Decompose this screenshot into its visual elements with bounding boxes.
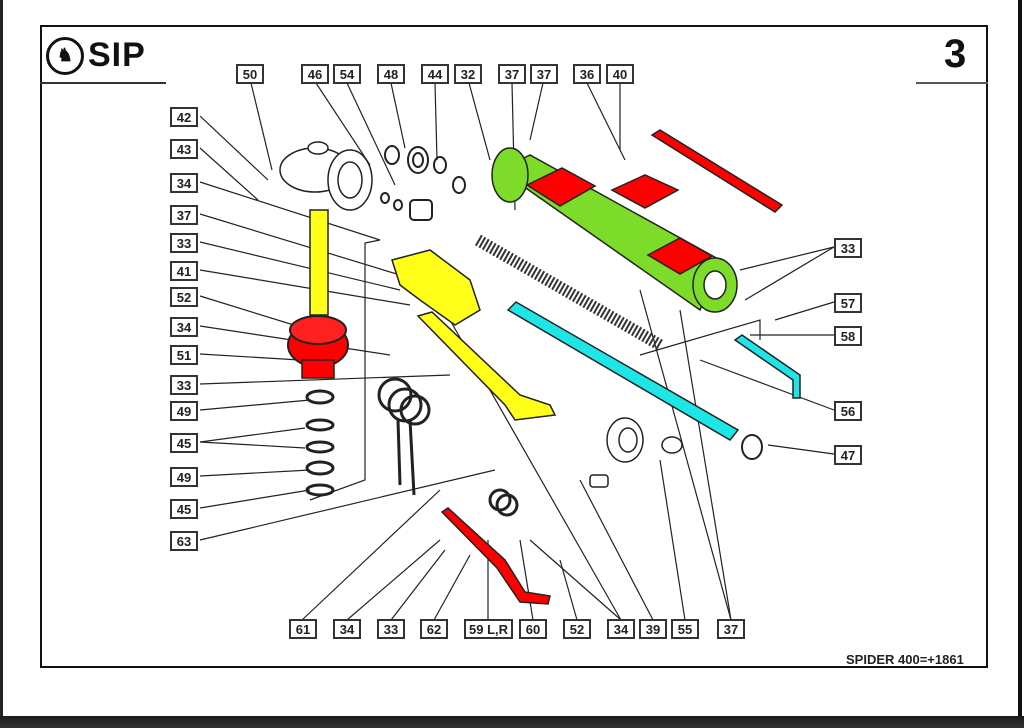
brand-logo: ♞ SIP <box>46 36 146 75</box>
torsion-spring <box>377 377 431 496</box>
callout-56[interactable]: 56 <box>834 401 862 421</box>
tine-arm-upper <box>391 249 481 326</box>
callout-34a[interactable]: 34 <box>170 173 198 193</box>
callout-34-bottom-a[interactable]: 34 <box>333 619 361 639</box>
tine-arm-lower <box>416 311 557 421</box>
diagram-frame <box>40 25 988 668</box>
callout-62[interactable]: 62 <box>420 619 448 639</box>
callout-59lr[interactable]: 59 L,R <box>464 619 514 639</box>
callout-37[interactable]: 37 <box>170 205 198 225</box>
callout-39[interactable]: 39 <box>639 619 667 639</box>
callout-63[interactable]: 63 <box>170 531 198 551</box>
washer-stack <box>305 389 335 497</box>
sip-logo-icon: ♞ <box>46 36 84 75</box>
callout-50[interactable]: 50 <box>236 64 264 84</box>
bottom-bar <box>0 716 1024 728</box>
mount-plate-left <box>525 167 597 207</box>
callout-55[interactable]: 55 <box>671 619 699 639</box>
callout-49b[interactable]: 49 <box>170 467 198 487</box>
callout-58[interactable]: 58 <box>834 326 862 346</box>
callout-43[interactable]: 43 <box>170 139 198 159</box>
model-code: SPIDER 400=+1861 <box>846 652 964 667</box>
tine-spring <box>488 488 519 517</box>
page-edge-left <box>0 0 3 718</box>
callout-52[interactable]: 52 <box>170 287 198 307</box>
callout-51[interactable]: 51 <box>170 345 198 365</box>
callout-33-bottom[interactable]: 33 <box>377 619 405 639</box>
callout-48[interactable]: 48 <box>377 64 405 84</box>
callout-44[interactable]: 44 <box>421 64 449 84</box>
page-edge-right <box>1018 0 1022 718</box>
callout-42[interactable]: 42 <box>170 107 198 127</box>
bearings-seals <box>380 145 466 221</box>
flat-bar <box>650 129 784 213</box>
main-shaft <box>309 209 329 316</box>
callout-52-bottom[interactable]: 52 <box>563 619 591 639</box>
callout-34-bottom-b[interactable]: 34 <box>607 619 635 639</box>
bracket-lines <box>309 239 761 501</box>
bracket <box>610 174 680 209</box>
callout-47[interactable]: 47 <box>834 445 862 465</box>
callout-32[interactable]: 32 <box>454 64 482 84</box>
page-number: 3 <box>944 32 967 76</box>
mount-plate-right <box>646 237 714 275</box>
callout-45a[interactable]: 45 <box>170 433 198 453</box>
callout-41[interactable]: 41 <box>170 261 198 281</box>
tine <box>440 507 551 605</box>
header-rule-right <box>916 82 988 84</box>
callout-49a[interactable]: 49 <box>170 401 198 421</box>
frame-beam <box>491 147 738 313</box>
callout-40[interactable]: 40 <box>606 64 634 84</box>
callout-60[interactable]: 60 <box>519 619 547 639</box>
callout-33-right[interactable]: 33 <box>834 238 862 258</box>
callout-33b[interactable]: 33 <box>170 375 198 395</box>
tension-spring <box>475 234 663 351</box>
callout-37a[interactable]: 37 <box>498 64 526 84</box>
header-rule-left <box>40 82 166 84</box>
callout-45b[interactable]: 45 <box>170 499 198 519</box>
callout-54[interactable]: 54 <box>333 64 361 84</box>
rod-end-bearing <box>741 434 763 460</box>
crank-mount <box>589 417 683 488</box>
crank-lever <box>733 334 801 399</box>
callout-36[interactable]: 36 <box>573 64 601 84</box>
callout-37b[interactable]: 37 <box>530 64 558 84</box>
gearbox-housing <box>279 141 373 211</box>
brand-name: SIP <box>88 36 146 74</box>
push-rod <box>506 301 740 441</box>
rotor-hub <box>287 315 349 379</box>
callout-37-bottom[interactable]: 37 <box>717 619 745 639</box>
callout-34b[interactable]: 34 <box>170 317 198 337</box>
callout-61[interactable]: 61 <box>289 619 317 639</box>
callout-33a[interactable]: 33 <box>170 233 198 253</box>
callout-46[interactable]: 46 <box>301 64 329 84</box>
callout-57[interactable]: 57 <box>834 293 862 313</box>
